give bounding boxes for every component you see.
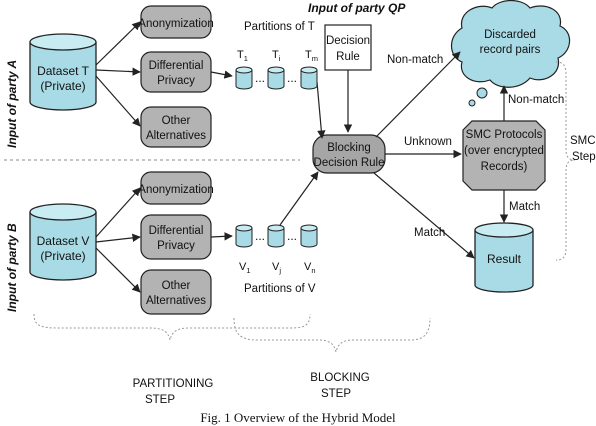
decision-rule-label: Rule xyxy=(336,51,360,63)
partition-t-dots: ... xyxy=(287,71,297,85)
discarded-label: Discarded xyxy=(484,29,536,41)
discarded-label: record pairs xyxy=(480,44,541,56)
blocking-label: Decision Rule xyxy=(314,157,385,169)
dataset-t-privacy: (Private) xyxy=(40,79,85,93)
partition-v-cylinder xyxy=(267,224,285,248)
smc-step-label: SMC xyxy=(570,135,596,147)
partitioning-step-brace xyxy=(33,313,311,341)
edge-label-match: Match xyxy=(414,227,445,239)
blocking-step-label: BLOCKING xyxy=(310,372,369,384)
partition-v-cylinder xyxy=(235,224,253,248)
partitions-v-group: ... ... V1 Vj Vn Partitions of V xyxy=(235,224,318,295)
smc-label: SMC Protocols xyxy=(466,129,543,141)
result-cylinder: Result xyxy=(474,222,534,293)
result-label: Result xyxy=(487,252,522,266)
partition-to-blocking-arrows xyxy=(279,81,326,226)
partitions-v-title: Partitions of V xyxy=(244,283,316,295)
method-label: Differential xyxy=(149,225,204,237)
smc-step-brace xyxy=(555,61,576,261)
partitions-t-group: Partitions of T T1 Ti Tm ... ... xyxy=(235,21,318,90)
method-label: Other xyxy=(162,115,191,127)
method-differential-bottom: Differential Privacy xyxy=(140,214,212,260)
partitioning-step-label: STEP xyxy=(145,394,175,406)
decision-rule-label: Decision xyxy=(326,35,370,47)
partition-v-label: V1 xyxy=(239,261,251,275)
method-label: Privacy xyxy=(157,75,195,87)
partition-v-label: Vn xyxy=(304,261,316,275)
partition-t-cylinder xyxy=(267,66,285,90)
method-other-bottom: Other Alternatives xyxy=(140,269,212,315)
method-differential-top: Differential Privacy xyxy=(140,51,212,93)
decision-rule-box: Decision Rule xyxy=(324,24,372,71)
edge-label-nonmatch-smc: Non-match xyxy=(508,94,564,106)
edge-label-match-smc: Match xyxy=(509,201,540,213)
partition-t-dots: ... xyxy=(255,71,265,85)
partition-v-cylinder xyxy=(300,224,318,248)
party-qp-label: Input of party QP xyxy=(308,1,406,15)
partition-t-label: T1 xyxy=(237,49,248,63)
partition-v-dots: ... xyxy=(287,229,297,243)
method-label: Other xyxy=(162,280,191,292)
method-label: Alternatives xyxy=(146,295,206,307)
partition-t-cylinder xyxy=(235,66,253,90)
blocking-output-arrows xyxy=(373,51,509,259)
blocking-decision-rule-node: Blocking Decision Rule xyxy=(312,134,386,174)
method-label: Anonymization xyxy=(138,184,213,196)
method-label: Privacy xyxy=(157,240,195,252)
party-a-label: Input of party A xyxy=(5,60,19,148)
method-label: Anonymization xyxy=(138,18,213,30)
method-other-top: Other Alternatives xyxy=(140,106,212,148)
dataset-to-method-arrows xyxy=(95,21,141,293)
smc-protocols-node: SMC Protocols (over encrypted Records) xyxy=(462,120,546,191)
dataset-t-name: Dataset T xyxy=(37,64,89,78)
edge-label-unknown: Unknown xyxy=(404,136,452,148)
method-anonymization-top: Anonymization xyxy=(138,5,214,39)
method-label: Differential xyxy=(149,60,204,72)
partition-t-label: Tm xyxy=(305,49,318,63)
dataset-v-name: Dataset V xyxy=(37,234,90,248)
figure-caption: Fig. 1 Overview of the Hybrid Model xyxy=(200,410,396,425)
dataset-t-cylinder: Dataset T (Private) xyxy=(29,33,97,111)
dataset-v-privacy: (Private) xyxy=(40,249,85,263)
partitioning-step-label: PARTITIONING xyxy=(133,378,214,390)
edge-label-nonmatch: Non-match xyxy=(387,54,443,66)
method-anonymization-bottom: Anonymization xyxy=(138,171,214,205)
method-label: Alternatives xyxy=(146,130,206,142)
partition-t-cylinder xyxy=(300,66,318,90)
blocking-label: Blocking xyxy=(327,142,370,154)
method-to-partition-arrows xyxy=(210,70,233,241)
partition-v-label: Vj xyxy=(272,261,281,275)
partition-v-dots: ... xyxy=(255,229,265,243)
partitions-t-title: Partitions of T xyxy=(244,21,315,33)
partition-t-label: Ti xyxy=(272,49,281,63)
blocking-step-brace xyxy=(233,317,431,353)
smc-label: Records) xyxy=(481,161,528,173)
smc-step-label: Step xyxy=(572,151,596,163)
blocking-step-label: STEP xyxy=(321,388,351,400)
smc-label: (over encrypted xyxy=(464,145,544,157)
dataset-v-cylinder: Dataset V (Private) xyxy=(29,203,97,281)
discarded-record-pairs-cloud: Discarded record pairs xyxy=(450,0,571,107)
party-b-label: Input of party B xyxy=(5,223,19,312)
